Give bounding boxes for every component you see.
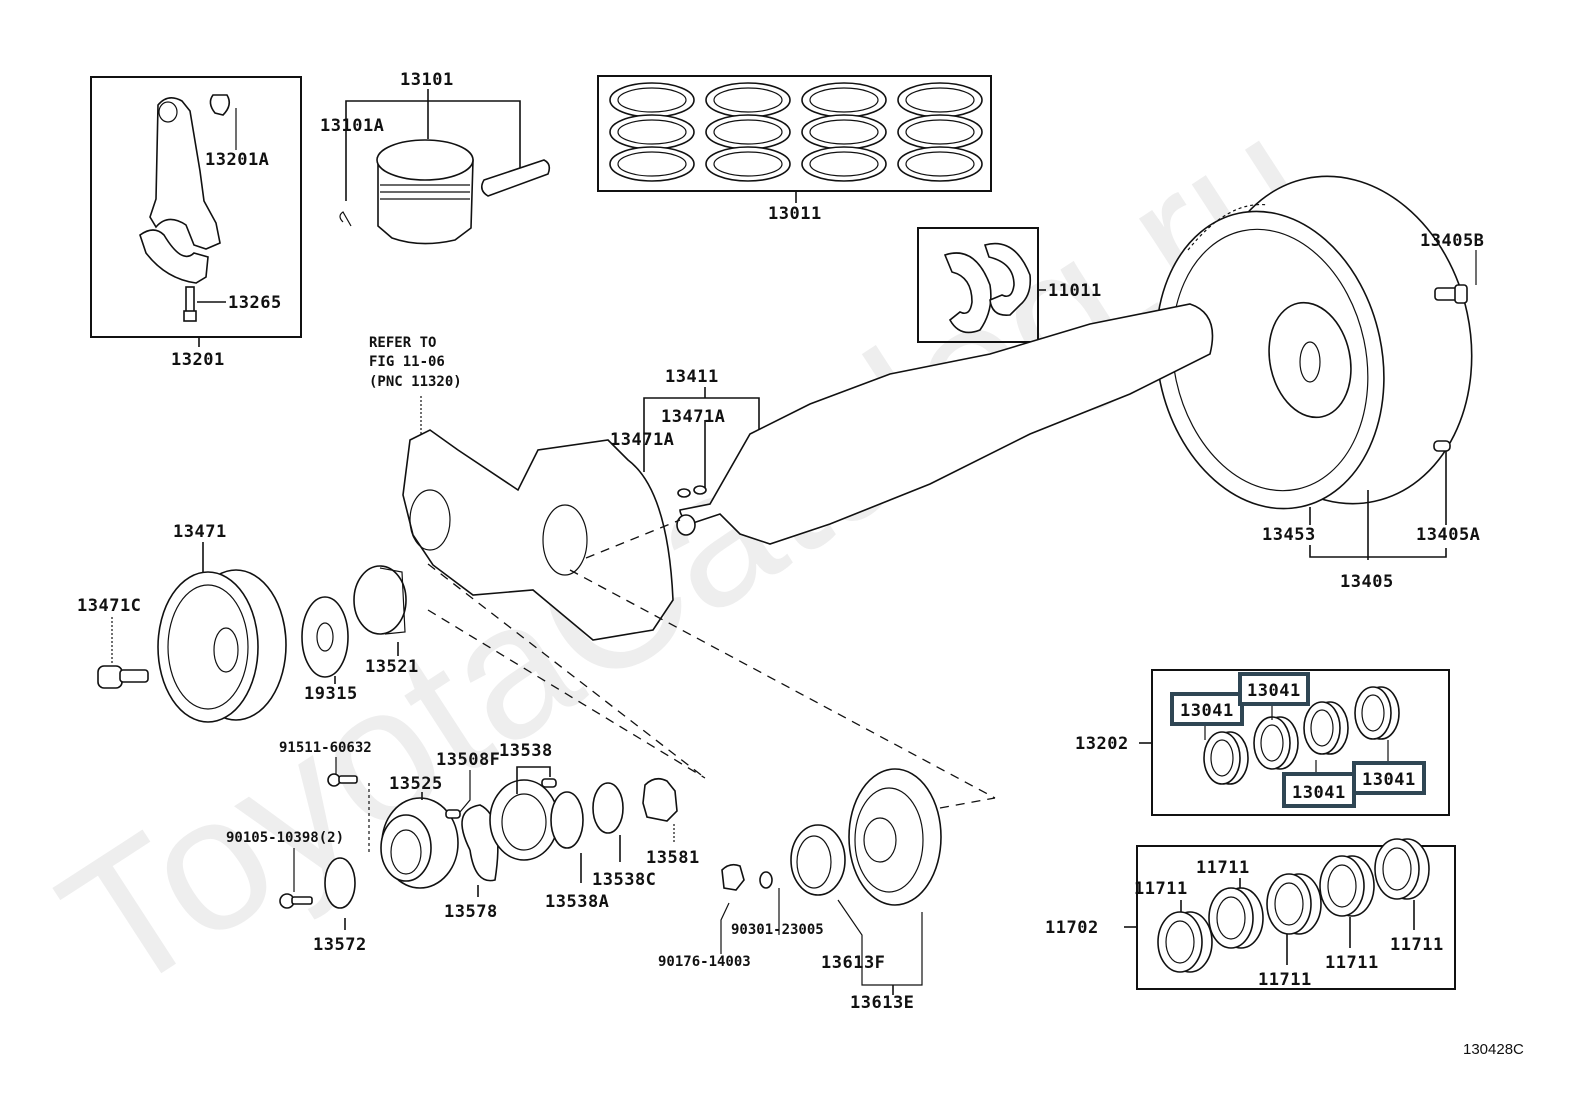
label-11711-2[interactable]: 11711 xyxy=(1196,858,1250,878)
label-13101[interactable]: 13101 xyxy=(400,70,454,90)
label-13265[interactable]: 13265 xyxy=(228,293,282,313)
label-13613F[interactable]: 13613F xyxy=(821,953,885,973)
label-11711-5[interactable]: 11711 xyxy=(1390,935,1444,955)
main-bearing-set-group xyxy=(1124,838,1456,990)
piston-ring xyxy=(705,82,791,182)
label-13405B[interactable]: 13405B xyxy=(1420,231,1484,251)
label-11711-3[interactable]: 11711 xyxy=(1258,970,1312,990)
label-13101A[interactable]: 13101A xyxy=(320,116,384,136)
label-13411[interactable]: 13411 xyxy=(665,367,719,387)
label-91511-60632[interactable]: 91511-60632 xyxy=(279,740,372,756)
label-90105-10398[interactable]: 90105-10398(2) xyxy=(226,830,344,846)
piston-ring xyxy=(897,82,983,182)
label-13041-2[interactable]: 13041 xyxy=(1247,681,1301,701)
balance-gear-group xyxy=(720,768,942,995)
piston-ring xyxy=(801,82,887,182)
thrust-washer-group xyxy=(917,227,1046,343)
main-bearing xyxy=(1319,855,1375,917)
label-13405[interactable]: 13405 xyxy=(1340,572,1394,592)
piston-ring xyxy=(609,82,695,182)
label-13041-1[interactable]: 13041 xyxy=(1180,701,1234,721)
main-bearing xyxy=(1157,911,1213,973)
timing-gear-case xyxy=(402,396,674,641)
balance-drive-group xyxy=(279,757,678,930)
label-13405A[interactable]: 13405A xyxy=(1416,525,1480,545)
label-13572[interactable]: 13572 xyxy=(313,935,367,955)
label-90301-23005[interactable]: 90301-23005 xyxy=(731,922,824,938)
label-13508F[interactable]: 13508F xyxy=(436,750,500,770)
ref-note-line3[interactable]: (PNC 11320) xyxy=(369,374,462,390)
connecting-rod-group xyxy=(90,76,302,347)
conn-rod-bearing xyxy=(1303,701,1349,755)
label-11711-4[interactable]: 11711 xyxy=(1325,953,1379,973)
main-bearing xyxy=(1208,887,1264,949)
label-13521[interactable]: 13521 xyxy=(365,657,419,677)
ref-note-line2[interactable]: FIG 11-06 xyxy=(369,354,445,370)
ref-note-line1: REFER TO xyxy=(369,335,436,351)
label-13525[interactable]: 13525 xyxy=(389,774,443,794)
conn-rod-bearing xyxy=(1253,716,1299,770)
label-13538A[interactable]: 13538A xyxy=(545,892,609,912)
label-13578[interactable]: 13578 xyxy=(444,902,498,922)
label-13041-3[interactable]: 13041 xyxy=(1292,783,1346,803)
label-13041-4[interactable]: 13041 xyxy=(1362,770,1416,790)
label-13613E[interactable]: 13613E xyxy=(850,993,914,1013)
label-11011[interactable]: 11011 xyxy=(1048,281,1102,301)
main-bearing xyxy=(1266,873,1322,935)
piston-ring-set-group xyxy=(597,75,992,203)
label-11702[interactable]: 11702 xyxy=(1045,918,1099,938)
label-13538[interactable]: 13538 xyxy=(499,741,553,761)
label-13581[interactable]: 13581 xyxy=(646,848,700,868)
label-13471A-upper[interactable]: 13471A xyxy=(661,407,725,427)
label-13471C[interactable]: 13471C xyxy=(77,596,141,616)
conn-rod-bearing xyxy=(1203,731,1249,785)
label-13201[interactable]: 13201 xyxy=(171,350,225,370)
conn-rod-bearing-set-group xyxy=(1139,669,1450,816)
flywheel-group xyxy=(1155,175,1477,560)
main-bearing xyxy=(1374,838,1430,900)
label-13011[interactable]: 13011 xyxy=(768,204,822,224)
label-13471[interactable]: 13471 xyxy=(173,522,227,542)
label-13201A[interactable]: 13201A xyxy=(205,150,269,170)
figure-code: 130428C xyxy=(1463,1041,1524,1058)
label-11711-1[interactable]: 11711 xyxy=(1134,879,1188,899)
label-13202[interactable]: 13202 xyxy=(1075,734,1129,754)
label-90176-14003[interactable]: 90176-14003 xyxy=(658,954,751,970)
conn-rod-bearing xyxy=(1354,686,1400,740)
crankshaft-group: 13411 xyxy=(643,303,1214,545)
piston-group xyxy=(339,89,551,245)
label-13471A-left[interactable]: 13471A xyxy=(610,430,674,450)
crank-pulley-group xyxy=(97,542,407,723)
label-13453[interactable]: 13453 xyxy=(1262,525,1316,545)
label-13538C[interactable]: 13538C xyxy=(592,870,656,890)
label-19315[interactable]: 19315 xyxy=(304,684,358,704)
